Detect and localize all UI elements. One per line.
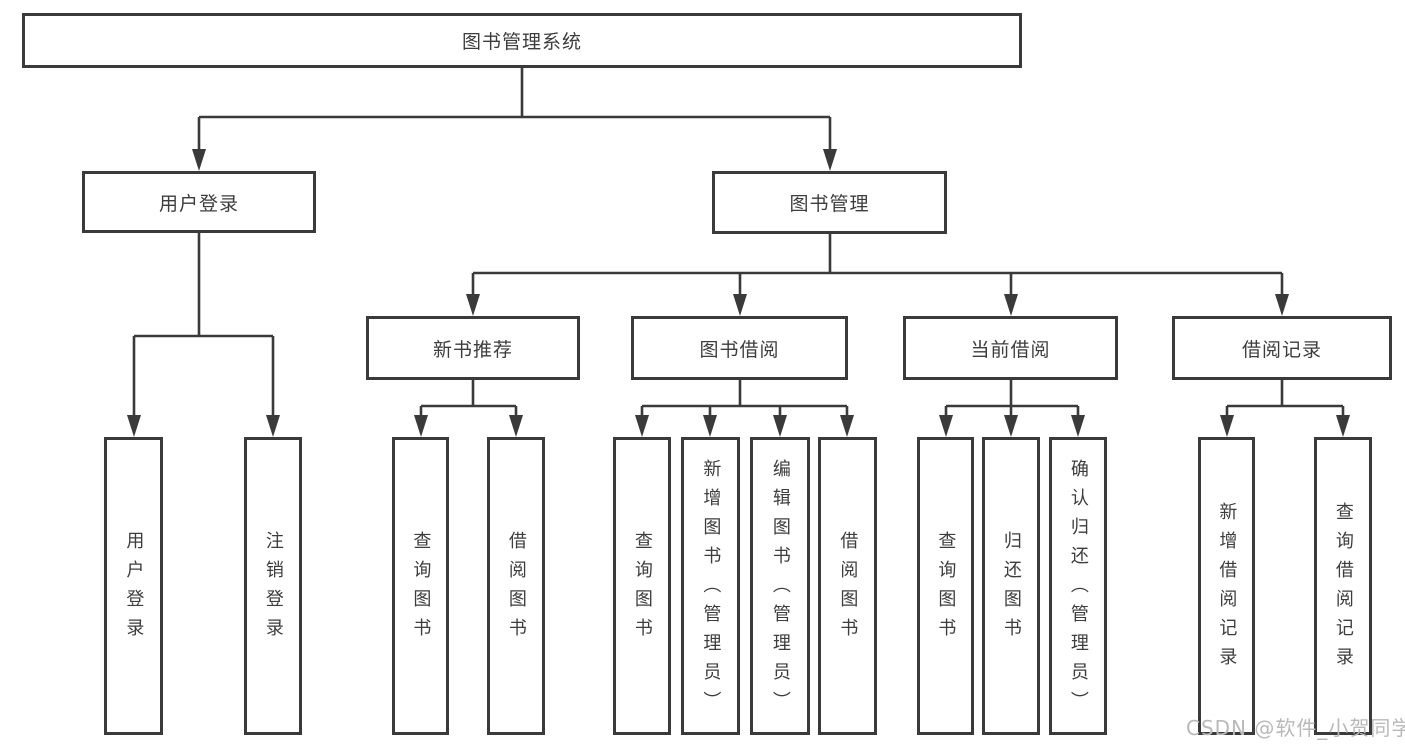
leaf-logout: 注销登录 (244, 437, 302, 735)
leaf-currentborrow-confirm-return-admin: 确认归还（管理员） (1049, 437, 1107, 735)
node-root: 图书管理系统 (22, 13, 1022, 68)
leaf-bookborrow-borrow-books: 借阅图书 (818, 437, 877, 735)
connector-current-borrow-to-leaves (939, 380, 1085, 437)
node-book-management: 图书管理 (712, 171, 947, 234)
node-user-login: 用户登录 (82, 171, 316, 233)
leaf-currentborrow-return-books: 归还图书 (982, 437, 1040, 735)
node-book-borrow: 图书借阅 (631, 316, 848, 380)
leaf-user-login: 用户登录 (104, 437, 163, 735)
csdn-watermark: CSDN @软件_小贺同学 (1186, 716, 1405, 740)
connector-book-management-to-level3 (466, 234, 1289, 316)
leaf-bookborrow-edit-book-admin: 编辑图书（管理员） (750, 437, 810, 735)
leaf-currentborrow-query-books: 查询图书 (917, 437, 974, 735)
node-borrow-records: 借阅记录 (1172, 316, 1392, 380)
leaf-bookborrow-add-book-admin: 新增图书（管理员） (681, 437, 740, 735)
leaf-newbooks-query-books: 查询图书 (392, 437, 449, 735)
node-current-borrow: 当前借阅 (903, 316, 1118, 380)
connector-root-to-level2 (192, 68, 837, 171)
connector-book-borrow-to-leaves (635, 380, 854, 437)
connector-borrow-records-to-leaves (1220, 380, 1350, 437)
leaf-records-add-borrow-record: 新增借阅记录 (1198, 437, 1255, 735)
leaf-newbooks-borrow-books: 借阅图书 (487, 437, 545, 735)
connector-new-books-to-leaves (414, 380, 523, 437)
leaf-records-query-borrow-record: 查询借阅记录 (1314, 437, 1372, 735)
leaf-bookborrow-query-books: 查询图书 (613, 437, 671, 735)
node-new-book-recommend: 新书推荐 (366, 316, 580, 380)
connector-user-login-to-leaves (127, 233, 280, 437)
